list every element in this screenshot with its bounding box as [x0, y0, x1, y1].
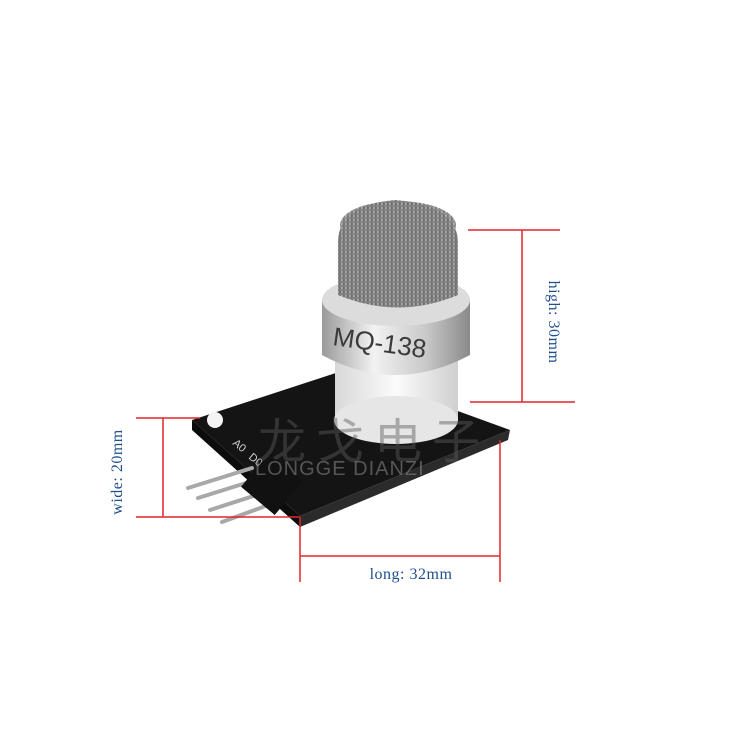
- watermark-english: LONGGE DIANZI: [255, 458, 425, 480]
- height-label: high: 30mm: [545, 280, 562, 364]
- dimension-lines: [136, 229, 575, 582]
- width-label: wide: 20mm: [109, 429, 126, 515]
- header-pins: [186, 453, 303, 524]
- mounting-hole-icon: [207, 412, 223, 428]
- length-label: long: 32mm: [369, 566, 453, 583]
- gas-sensor: MQ-138: [322, 200, 470, 444]
- watermark-chinese: 龙戈电子: [258, 414, 491, 470]
